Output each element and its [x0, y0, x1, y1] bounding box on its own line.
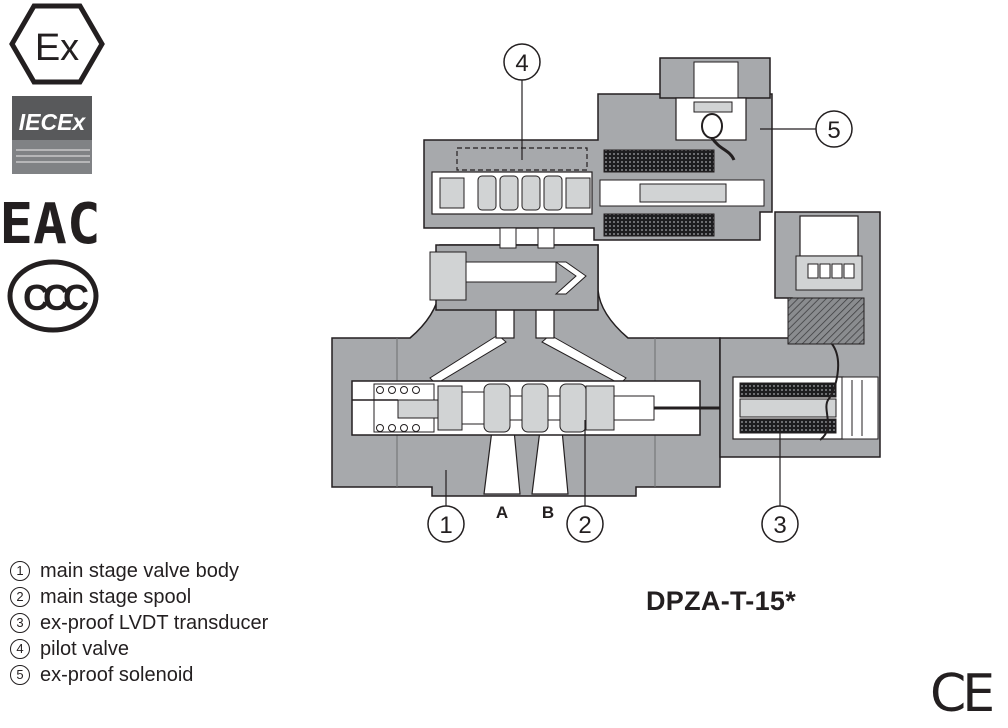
lvdt-transducer	[719, 211, 881, 458]
model-code: DPZA-T-15*	[646, 586, 797, 616]
callout-3: 3	[761, 505, 799, 543]
legend-item: 2 main stage spool	[10, 584, 268, 610]
component-legend: 1 main stage valve body 2 main stage spool…	[10, 558, 268, 688]
eac-mark: EAC	[0, 192, 101, 257]
ex-proof-solenoid	[675, 97, 747, 161]
ccc-mark: CCC	[7, 259, 99, 333]
legend-item: 4 pilot valve	[10, 636, 268, 662]
svg-text:1: 1	[439, 512, 452, 539]
iecex-logo: IECEx	[12, 96, 92, 174]
callout-leaders	[445, 80, 816, 508]
ex-label: Ex	[35, 27, 79, 69]
svg-text:4: 4	[515, 50, 528, 77]
pilot-valve	[423, 57, 773, 311]
iecex-label: IECEx	[19, 109, 87, 135]
legend-text: ex-proof LVDT transducer	[40, 612, 269, 634]
svg-text:5: 5	[827, 117, 840, 144]
callout-2: 2	[566, 505, 604, 543]
main-stage-spool	[351, 380, 720, 436]
eac-label: EAC	[0, 192, 101, 257]
ce-mark: CE	[930, 664, 995, 724]
legend-number: 5	[10, 665, 30, 685]
ex-hexagon-icon: Ex	[9, 3, 105, 85]
svg-text:2: 2	[578, 512, 591, 539]
port-b-label: B	[542, 503, 554, 522]
legend-number: 2	[10, 587, 30, 607]
legend-item: 5 ex-proof solenoid	[10, 662, 268, 688]
legend-text: main stage spool	[40, 586, 192, 608]
legend-text: pilot valve	[40, 638, 129, 660]
legend-text: ex-proof solenoid	[40, 664, 194, 686]
ccc-label: CCC	[23, 277, 89, 318]
svg-text:3: 3	[773, 512, 786, 539]
legend-number: 1	[10, 561, 30, 581]
callout-4: 4	[503, 43, 541, 81]
port-a-label: A	[496, 503, 508, 522]
legend-number: 3	[10, 613, 30, 633]
callout-1: 1	[427, 505, 465, 543]
legend-text: main stage valve body	[40, 560, 240, 582]
callout-5: 5	[815, 110, 853, 148]
legend-item: 3 ex-proof LVDT transducer	[10, 610, 268, 636]
legend-number: 4	[10, 639, 30, 659]
legend-item: 1 main stage valve body	[10, 558, 268, 584]
